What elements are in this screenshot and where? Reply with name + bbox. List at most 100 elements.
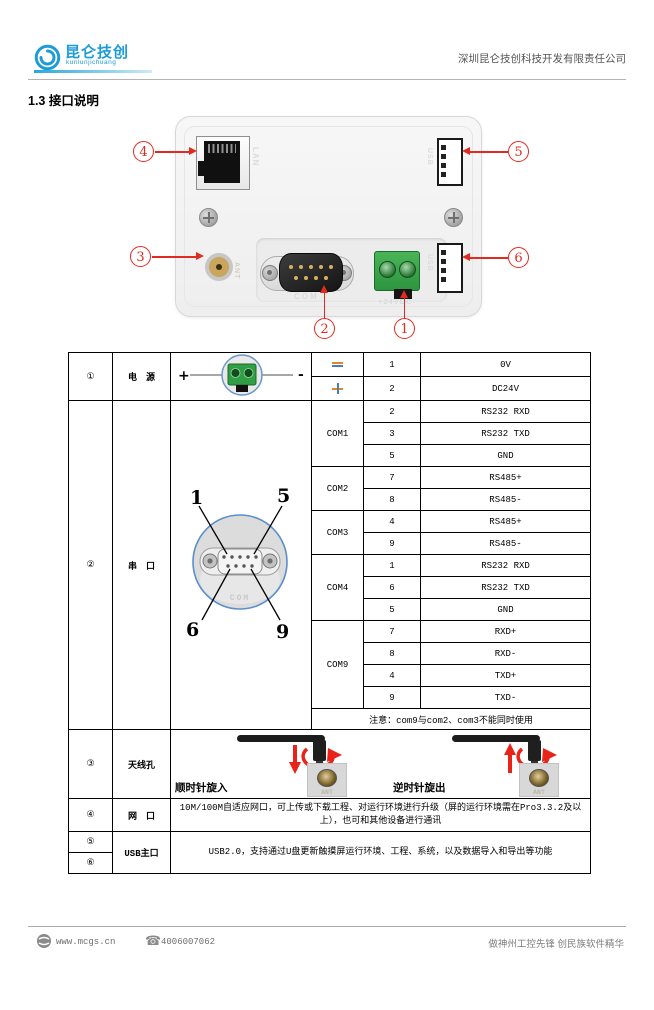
- company-name: 深圳昆仑技创科技开发有限责任公司: [458, 53, 626, 65]
- callout-5: 5: [508, 141, 529, 162]
- pin-cell: 7: [363, 620, 421, 643]
- pin-label-5: 5: [277, 485, 290, 507]
- desc-cell: GND: [420, 598, 591, 621]
- row-num-usb5: ⑤: [68, 831, 113, 853]
- callout-1-line: [403, 297, 406, 318]
- callout-6-line: [469, 257, 508, 259]
- power-minus-mark: -: [298, 367, 304, 383]
- usb-top-label: USB: [426, 148, 433, 166]
- desc-cell: RXD+: [420, 620, 591, 643]
- com-group: COM2: [311, 466, 364, 511]
- desc-cell: RS485+: [420, 466, 591, 489]
- row-label-usb: USB主口: [112, 831, 171, 874]
- desc-cell: RS232 RXD: [420, 554, 591, 577]
- callout-5-line: [469, 151, 508, 153]
- callout-3-line: [152, 256, 196, 258]
- com-group: COM1: [311, 400, 364, 467]
- power-sign-minus: -: [311, 352, 364, 377]
- logo-swirl-icon: [34, 44, 61, 71]
- phone-number: 4006007062: [161, 937, 216, 947]
- power-connector-figure: + -: [170, 352, 312, 401]
- pin-cell: 8: [363, 642, 421, 665]
- ant-connector-photo: ANT: [519, 763, 559, 797]
- row-num-lan: ④: [68, 798, 113, 832]
- screw-right: [444, 208, 463, 227]
- com-label: COM: [294, 292, 319, 301]
- antenna-connector: [205, 253, 233, 281]
- com-group: COM9: [311, 620, 364, 709]
- serial-port-db9: [279, 253, 343, 292]
- table-row: ⑤ USB主口 USB2.0，支持通过U盘更新触摸屏运行环境、工程、系统，以及数…: [68, 831, 591, 874]
- usb-contacts: [441, 250, 446, 282]
- table-row: 5 GND: [69, 598, 591, 621]
- desc-cell: RS485+: [420, 510, 591, 533]
- pin-cell: 9: [363, 686, 421, 709]
- table-row: 3 RS232 TXD: [69, 422, 591, 445]
- pin-label-1: 1: [190, 487, 203, 509]
- com-group: COM3: [311, 510, 364, 555]
- row-label-power: 电 源: [112, 352, 171, 401]
- pin-cell: 7: [363, 466, 421, 489]
- logo-title: 昆仑技创: [65, 44, 130, 61]
- callout-1-arrow: [400, 290, 408, 298]
- pin-cell: 9: [363, 532, 421, 555]
- pin-cell: 5: [363, 598, 421, 621]
- pin-cell: 4: [363, 664, 421, 687]
- row-num-serial: ②: [68, 400, 113, 730]
- usb-bottom-label: USB: [426, 254, 433, 272]
- rj45-tab: [198, 161, 204, 176]
- table-row: COM4 1 RS232 RXD: [69, 554, 591, 621]
- pin-cell: 2: [363, 400, 421, 423]
- ant-connector-photo: ANT: [307, 763, 347, 797]
- table-row: ① 电 源 + - - 1: [68, 352, 591, 401]
- row-num-antenna: ③: [68, 729, 113, 799]
- pin-cell: 5: [363, 444, 421, 467]
- ant-label: ANT: [233, 262, 240, 280]
- power-label: +24VDC-: [377, 297, 417, 306]
- pin-label-9: 9: [276, 621, 289, 643]
- pin-cell: 4: [363, 510, 421, 533]
- com-group: COM4: [311, 554, 364, 621]
- usb-port-bottom: [437, 243, 463, 293]
- callout-2-line: [323, 292, 326, 318]
- lan-description: 10M/100M自适应网口，可上传或下载工程、对运行环境进行升级（屏的运行环境需…: [170, 798, 591, 832]
- callout-2-arrow: [320, 285, 328, 293]
- row-label-lan: 网 口: [112, 798, 171, 832]
- row-label-antenna: 天线孔: [112, 729, 171, 799]
- section-title: 1.3 接口说明: [28, 94, 99, 108]
- callout-4: 4: [133, 141, 154, 162]
- com-engraving: COM: [229, 594, 249, 603]
- table-row: COM9 7 RXD+: [69, 620, 591, 709]
- callout-4-arrow: [189, 147, 197, 155]
- usb-port-top: [437, 138, 463, 186]
- footer-divider: [28, 926, 626, 927]
- pin-cell: 1: [363, 554, 421, 577]
- table-row: COM3 4 RS485+: [69, 510, 591, 555]
- table-row: ④ 网 口 10M/100M自适应网口，可上传或下载工程、对运行环境进行升级（屏…: [68, 798, 591, 832]
- callout-1: 1: [394, 318, 415, 339]
- footer-slogan: 做神州工控先锋 创民族软件精华: [488, 939, 624, 950]
- power-terminal-hole2: [399, 261, 416, 278]
- callout-2: 2: [314, 318, 335, 339]
- phone-icon: ☎: [145, 933, 162, 948]
- logo-underline-bar: [34, 70, 152, 73]
- callout-6-arrow: [462, 253, 470, 261]
- usb-description: USB2.0，支持通过U盘更新触摸屏运行环境、工程、系统，以及数据导入和导出等功…: [170, 831, 591, 874]
- pin-label-6: 6: [186, 619, 199, 641]
- pin-cell: 6: [363, 576, 421, 599]
- device-panel-seam: [184, 126, 473, 307]
- pin-cell: 8: [363, 488, 421, 511]
- antenna-figure-cell: ANT 顺时针旋入 ANT: [170, 729, 591, 799]
- power-terminal-hole1: [379, 261, 396, 278]
- usb-contacts: [441, 145, 446, 177]
- desc-cell: DC24V: [420, 376, 591, 401]
- desc-cell: RS232 TXD: [420, 422, 591, 445]
- callout-3-arrow: [196, 252, 204, 260]
- table-row: ② 串 口: [68, 400, 591, 730]
- desc-cell: 0V: [420, 352, 591, 377]
- website-icon: [36, 933, 52, 954]
- power-terminal: [374, 251, 420, 291]
- power-plus-mark: +: [178, 368, 190, 384]
- row-num-power: ①: [68, 352, 113, 401]
